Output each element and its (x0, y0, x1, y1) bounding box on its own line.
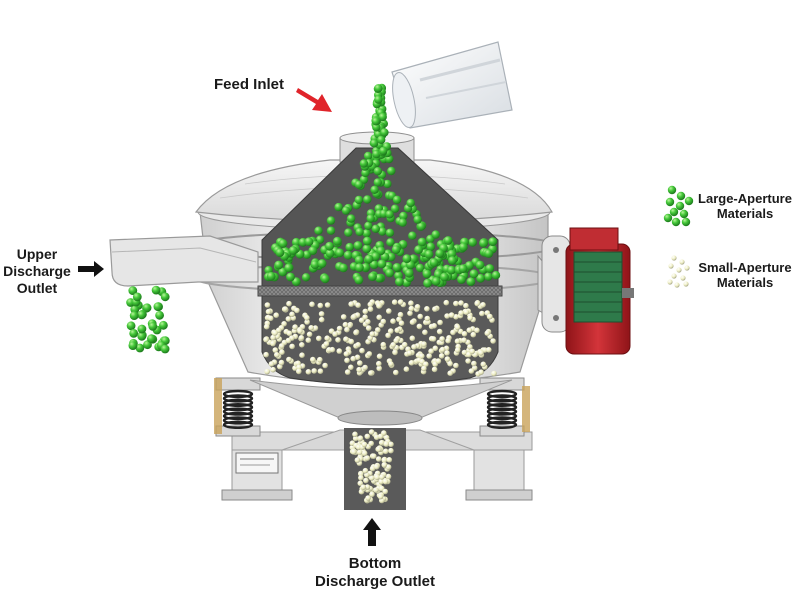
feed-inlet-label: Feed Inlet (214, 76, 285, 93)
legend-small-aperture: Small-Aperture Materials (698, 260, 792, 290)
upper-discharge-outlet-label: Upper Discharge Outlet (3, 246, 71, 296)
legend-large-aperture-icon (663, 185, 694, 227)
spring-left (215, 377, 261, 437)
legend-large-aperture: Large-Aperture Materials (698, 191, 792, 221)
base-frame (221, 429, 533, 501)
upper-discharge-material (126, 285, 170, 354)
upper-discharge-spout (109, 235, 259, 287)
small-aperture-material-pile (263, 299, 497, 377)
bottom-discharge-arrow (363, 518, 381, 546)
bottom-discharge-material (349, 429, 394, 504)
legend-small-aperture-icon (667, 255, 690, 288)
vibration-motor (537, 227, 634, 355)
feed-bag (391, 41, 513, 129)
feed-inlet-arrow (296, 88, 332, 112)
large-aperture-material-pile (264, 236, 498, 288)
upper-discharge-arrow (78, 261, 104, 277)
bottom-cone (249, 379, 513, 419)
bottom-discharge-outlet-label: Bottom Discharge Outlet (314, 555, 436, 590)
